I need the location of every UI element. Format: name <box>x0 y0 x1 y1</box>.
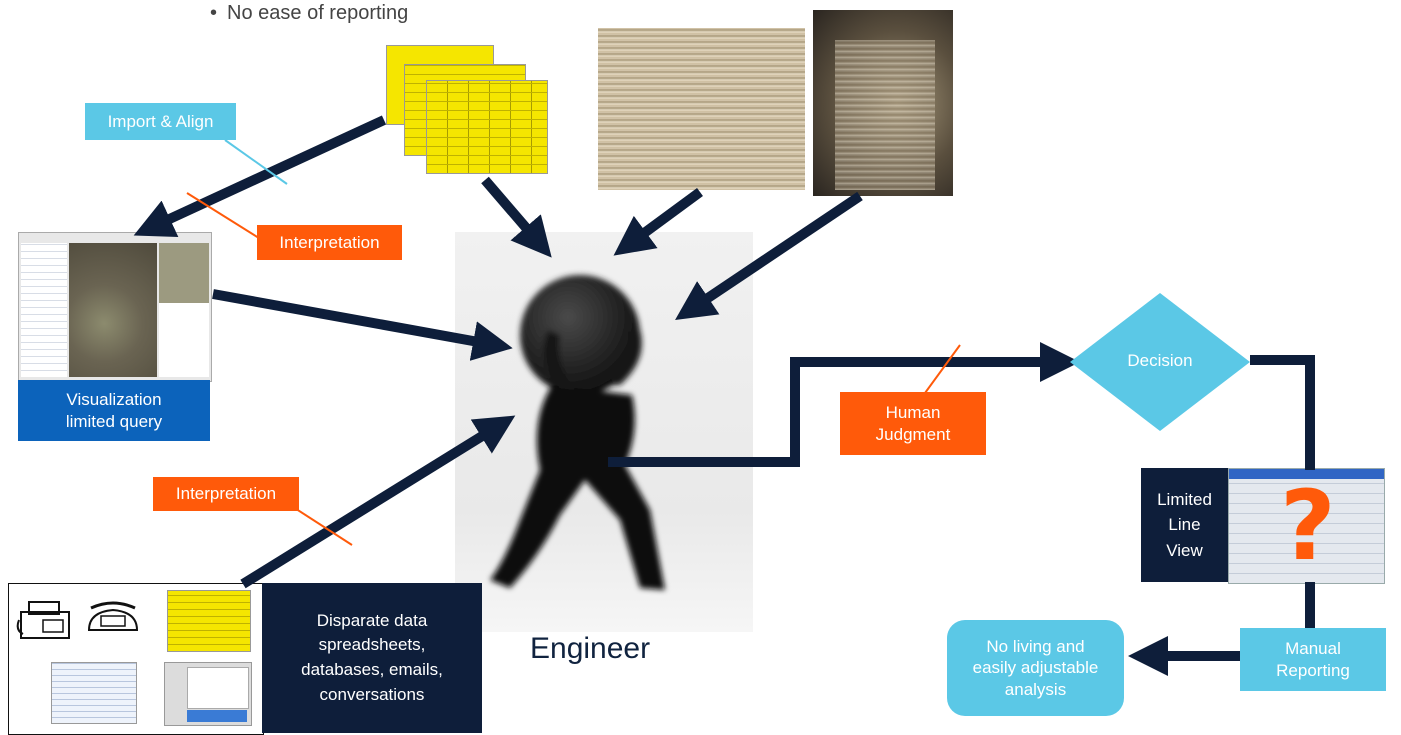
map-sidepanel <box>159 243 209 377</box>
screenshot-titlebar <box>1229 469 1384 479</box>
interpretation-bottom-text: Interpretation <box>175 484 277 504</box>
manual-line2: Reporting <box>1276 660 1350 680</box>
limited-line-screenshot <box>1228 468 1385 584</box>
disparate-line2: spreadsheets, <box>318 635 426 655</box>
arrow-paper2-to-engineer <box>675 191 863 321</box>
limited-line1: Limited <box>1157 489 1212 509</box>
spreadsheet-icon <box>426 80 548 174</box>
visualization-line1: Visualization <box>66 390 162 410</box>
disparate-line3: databases, emails, <box>301 660 443 679</box>
connector-interpretation-top <box>186 192 263 241</box>
visualization-label: Visualization limited query <box>18 380 210 441</box>
interpretation-label-bottom: Interpretation <box>153 477 299 511</box>
arrow-engineer-to-decision <box>608 342 1080 467</box>
disparate-data-label: Disparate data spreadsheets, databases, … <box>262 583 482 733</box>
map-view <box>69 243 157 377</box>
paper-stacks-photo-2-detail <box>835 40 935 190</box>
manual-reporting-label: Manual Reporting <box>1240 628 1386 691</box>
human-line1: Human <box>885 403 941 423</box>
decision-label: Decision <box>1127 351 1193 370</box>
map-software-icon <box>18 232 212 382</box>
arrow-map-to-engineer <box>212 289 513 361</box>
bullet-dot: • <box>210 2 218 24</box>
spreadsheet-icon <box>51 662 137 724</box>
human-line2: Judgment <box>875 424 951 444</box>
map-tree-panel <box>21 243 67 377</box>
bullet-text: No ease of reporting <box>227 2 409 24</box>
limited-line3: View <box>1166 540 1203 560</box>
form-window-content <box>187 667 249 709</box>
connector-import-align <box>224 139 288 185</box>
spreadsheet-icon <box>167 590 251 652</box>
disparate-line4: conversations <box>319 684 425 704</box>
no-living-line1: No living and <box>986 637 1085 657</box>
fax-machine-icon <box>15 598 75 644</box>
arrow-sources-to-engineer <box>240 415 516 589</box>
import-align-text: Import & Align <box>107 111 214 131</box>
decision-diamond <box>1070 293 1250 431</box>
no-living-line2: easily adjustable <box>972 658 1099 678</box>
interpretation-top-text: Interpretation <box>279 232 380 252</box>
connector-human-judgment <box>924 344 961 394</box>
connector-interpretation-bottom <box>289 504 353 546</box>
arrow-spreadsheet-to-map <box>133 115 387 237</box>
paper-stacks-photo <box>598 28 805 190</box>
form-window-buttons <box>187 710 247 722</box>
telephone-icon <box>81 598 145 644</box>
data-sources-panel <box>8 583 264 735</box>
import-align-label: Import & Align <box>85 103 236 140</box>
interpretation-label-top: Interpretation <box>257 225 402 260</box>
visualization-line2: limited query <box>65 411 163 431</box>
form-window-icon <box>164 662 252 726</box>
no-living-line3: analysis <box>1004 679 1067 699</box>
arrow-paper-to-engineer <box>613 187 703 256</box>
question-mark-icon: ? <box>1280 470 1336 582</box>
line-decision-to-view <box>1250 355 1315 470</box>
manual-line1: Manual <box>1285 639 1341 659</box>
bullet-item: • No ease of reporting <box>210 2 408 25</box>
human-judgment-label: Human Judgment <box>840 392 986 455</box>
arrow-spreadsheet-to-engineer <box>481 176 552 258</box>
no-living-analysis-label: No living and easily adjustable analysis <box>947 620 1124 716</box>
engineer-label: Engineer <box>530 632 651 665</box>
disparate-line1: Disparate data <box>316 610 428 630</box>
limited-line2: Line <box>1168 515 1201 535</box>
limited-line-view-label: Limited Line View <box>1141 468 1228 582</box>
